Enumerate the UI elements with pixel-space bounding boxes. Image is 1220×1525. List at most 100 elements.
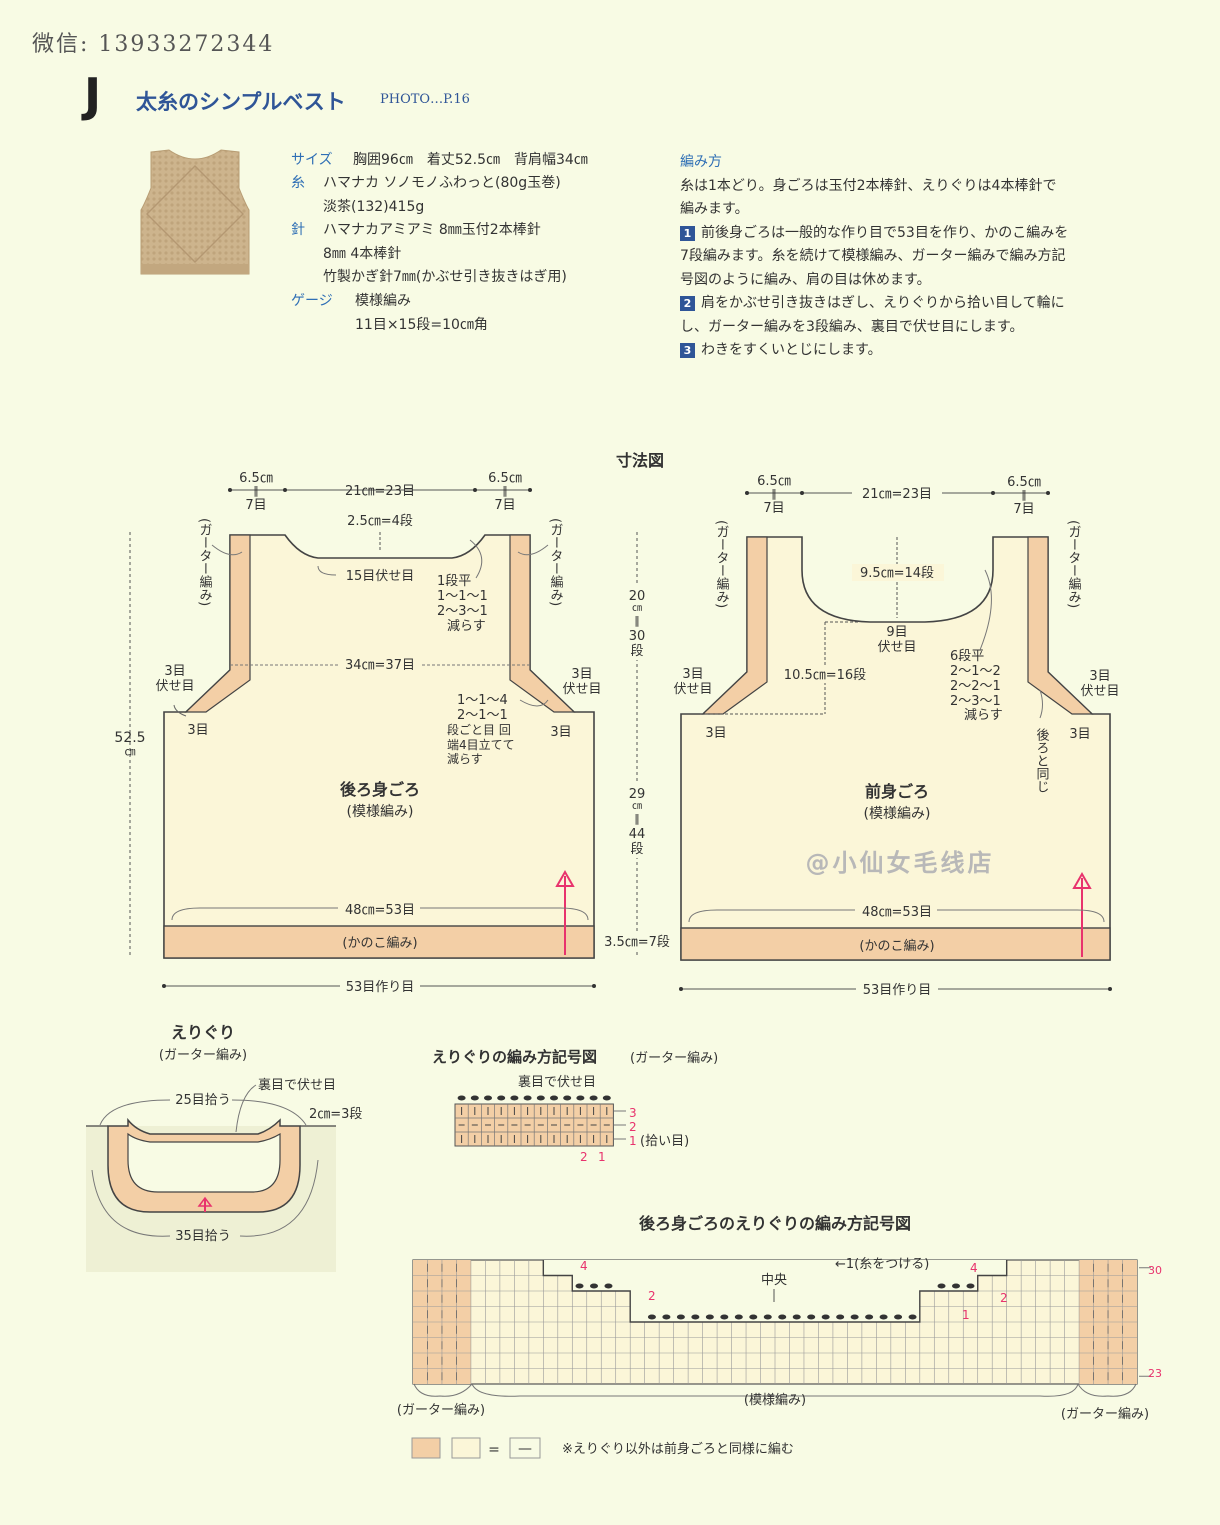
back-shoulder-width-right: 6.5㎝ — [488, 471, 522, 486]
back-neck-row-4-right: 4 — [970, 1261, 978, 1275]
back-shoulder-sts-left: 7目 — [245, 498, 266, 513]
spec-yarn-label: 糸 — [291, 175, 305, 191]
back-panel — [163, 534, 595, 959]
collar-chart-col-1: 1 — [598, 1150, 606, 1164]
vest-photo — [140, 149, 250, 275]
front-neck-bind: 9目 — [886, 625, 907, 640]
legend-purl-symbol: — — [518, 1441, 532, 1457]
front-garter-label-right: (ガーター編み) — [1066, 520, 1082, 608]
legend-note: ※えりぐり以外は前身ごろと同様に編む — [562, 1441, 794, 1457]
spec-needle-line2: 8㎜ 4本棒針 — [323, 246, 402, 262]
back-garter-text-right: ガーター編み — [548, 523, 564, 601]
collar-chart-bind-purl: 裏目で伏せ目 — [518, 1075, 596, 1090]
back-neck-depth: 2.5㎝=4段 — [347, 514, 413, 529]
front-neck-depth: 9.5㎝=14段 — [860, 566, 934, 581]
photo-reference: PHOTO…P.16 — [380, 92, 470, 107]
back-neck-garter-right: (ガーター編み) — [1061, 1406, 1149, 1422]
back-neck-row-2-left: 2 — [648, 1289, 656, 1303]
spec-gauge-label: ゲージ — [291, 293, 333, 309]
height-bottom-rows-unit: 段 — [630, 842, 643, 857]
front-neck-bind-label: 伏せ目 — [877, 640, 916, 655]
back-body-width: 48㎝=53目 — [345, 903, 415, 918]
front-garter-text-right: ガーター編み — [1066, 525, 1082, 603]
height-bottom-unit: ㎝ — [632, 801, 642, 812]
height-bottom-cm: 29 — [629, 787, 646, 802]
collar-bind-purl: 裏目で伏せ目 — [258, 1078, 336, 1093]
back-neck-dec-1: 1段平 — [437, 574, 471, 589]
collar-subtitle: (ガーター編み) — [159, 1047, 247, 1063]
spec-needle: 針ハマナカアミアミ 8㎜玉付2本棒針 — [291, 219, 541, 243]
front-body-width: 48㎝=53目 — [862, 905, 932, 920]
front-garter-label-left: (ガーター編み) — [714, 520, 730, 608]
back-neck-pattern: (模様編み) — [744, 1392, 806, 1408]
watermark: @小仙女毛线店 — [806, 849, 995, 877]
back-arm-dec-2: 2〜1〜1 — [457, 708, 508, 723]
step-2-number: 2 — [680, 296, 695, 311]
front-armhole-bind-right-label: 伏せ目 — [1080, 684, 1119, 699]
back-arm-dec-3: 段ごと目 回 — [447, 722, 511, 737]
back-neck-dec-3: 2〜3〜1 — [437, 604, 488, 619]
front-panel-pattern: (模様編み) — [864, 806, 931, 822]
front-neck-dec-3: 2〜2〜1 — [950, 679, 1001, 694]
collar-chart-row-3: 3 — [629, 1106, 637, 1120]
back-neck-dec-2: 1〜1〜1 — [437, 589, 488, 604]
legend-garter-swatch — [411, 1437, 441, 1459]
spec-needle-line3: 竹製かぎ針7㎜(かぶせ引き抜きはぎ用) — [323, 269, 567, 285]
back-armhole-left-sts: 3目 — [187, 723, 208, 738]
back-neck-row-2-right: 2 — [1000, 1291, 1008, 1305]
back-neck-row-1-right: 1 — [962, 1308, 970, 1322]
collar-chart-col-2: 2 — [580, 1150, 588, 1164]
collar-pick-front: 35目拾う — [175, 1229, 231, 1244]
legend-pattern-swatch — [451, 1437, 481, 1459]
height-bottom-eq: ‖ — [634, 812, 640, 825]
back-neck-row-30: 30 — [1148, 1264, 1162, 1277]
front-ribbing — [680, 927, 1111, 961]
back-neck-width: 21㎝=23目 — [345, 484, 415, 499]
front-same-as-back: 後ろと同じ — [1034, 728, 1050, 793]
spec-yarn: 糸 ハマナカ ソノモノふわっと(80g玉巻) — [291, 172, 561, 196]
front-armhole-right-sts: 3目 — [1069, 727, 1090, 742]
back-shoulder-sts-right: 7目 — [494, 498, 515, 513]
front-panel-name: 前身ごろ — [865, 782, 929, 801]
front-garter-text-left: ガーター編み — [714, 525, 730, 603]
back-neck-bind: 15目伏せ目 — [346, 569, 415, 584]
back-neck-chart-grid — [412, 1259, 1151, 1385]
back-neck-chart: 後ろ身ごろのえりぐりの編み方記号図 ←1(糸をつける) 中央 4 2 4 2 1… — [397, 1214, 1162, 1459]
height-top-cm: 20 — [629, 589, 646, 604]
front-neck-dec-2: 2〜1〜2 — [950, 664, 1001, 679]
pattern-letter: J — [84, 68, 102, 122]
spec-size-label: サイズ — [291, 152, 333, 168]
spec-yarn-line1: ハマナカ ソノモノふわっと(80g玉巻) — [323, 175, 561, 191]
spec-yarn-line2: 淡茶(132)415g — [323, 199, 425, 215]
back-panel-name: 後ろ身ごろ — [340, 780, 420, 799]
step-3-number: 3 — [680, 343, 695, 358]
collar-chart-row-1: 1 — [629, 1134, 637, 1148]
step-1-text: 前後身ごろは一般的な作り目で53目を作り、かのこ編みを7段編みます。糸を続けて模… — [680, 224, 1069, 288]
back-garter-left — [184, 534, 251, 713]
height-top-rows-unit: 段 — [630, 644, 643, 659]
collar-chart-row-2: 2 — [629, 1120, 637, 1134]
back-neck-row-4-left: 4 — [580, 1259, 588, 1273]
svg-text:‖: ‖ — [771, 487, 777, 500]
back-armhole-bind-left-label: 伏せ目 — [155, 679, 194, 694]
back-total-height: 52.5 — [114, 730, 145, 746]
front-shoulder-sts-left: 7目 — [763, 501, 784, 516]
back-garter-right — [509, 534, 576, 713]
spec-needle-line1: ハマナカアミアミ 8㎜玉付2本棒針 — [323, 222, 541, 238]
spec-gauge: ゲージ模様編み — [291, 290, 411, 314]
back-arm-dec-4: 端4目立てて — [447, 737, 515, 752]
front-neck-width: 21㎝=23目 — [862, 487, 932, 502]
back-neck-chart-title: 後ろ身ごろのえりぐりの編み方記号図 — [639, 1214, 911, 1233]
front-armhole-bind-left: 3目 — [682, 667, 703, 682]
collar-diagram: えりぐり (ガーター編み) 25目拾う 裏目で伏せ目 2㎝=3段 35目拾う — [86, 1023, 362, 1272]
back-neck-dec-4: 減らす — [447, 618, 486, 634]
back-arm-dec-1: 1〜1〜4 — [457, 693, 508, 708]
back-neck-garter-left: (ガーター編み) — [397, 1402, 485, 1418]
back-cast-on: 53目作り目 — [346, 980, 415, 995]
back-total-height-unit: ㎝ — [125, 745, 136, 758]
step-3-text: わきをすくいとじにします。 — [701, 342, 882, 358]
back-garter-label-right: (ガーター編み) — [548, 518, 564, 606]
